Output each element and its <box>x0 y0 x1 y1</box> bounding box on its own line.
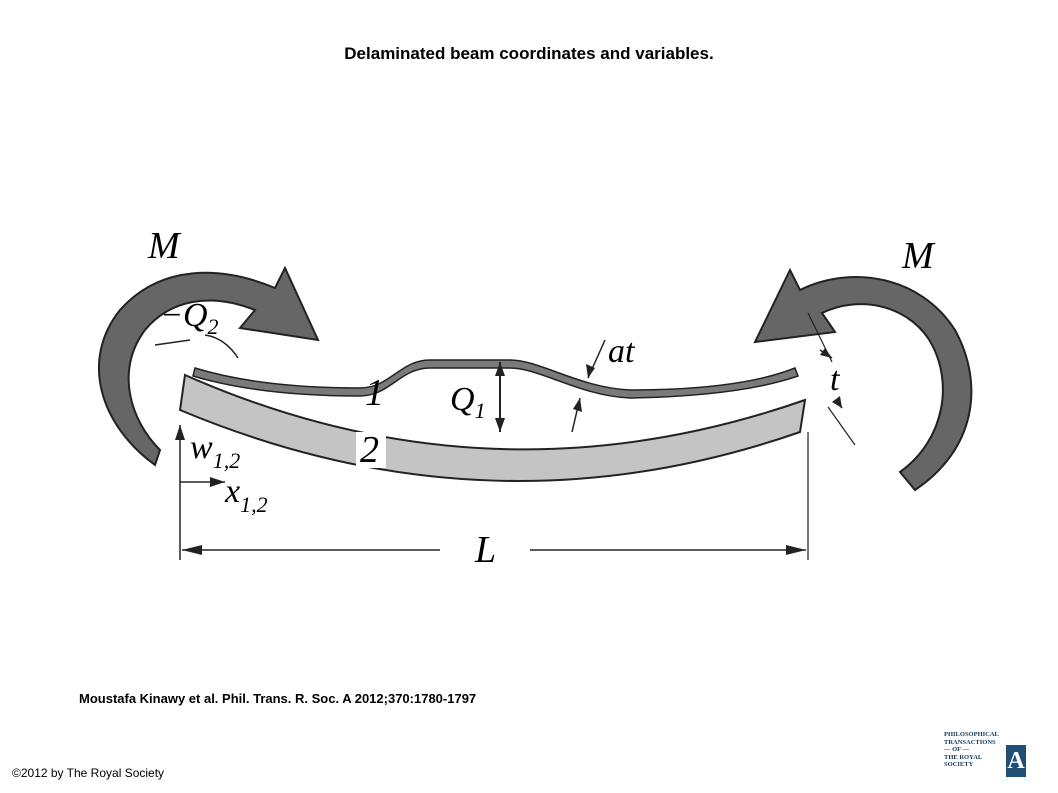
beam-diagram: M M −Q2 Q1 1 2 at t w1,2 x1,2 L <box>60 210 1000 580</box>
label-angle-q2: −Q2 <box>160 297 219 339</box>
logo-text: PHILOSOPHICAL TRANSACTIONS — OF — THE RO… <box>944 731 999 768</box>
moment-arrow-right <box>753 267 973 492</box>
label-moment-left: M <box>147 225 182 267</box>
journal-logo: PHILOSOPHICAL TRANSACTIONS — OF — THE RO… <box>944 731 1028 777</box>
label-w-axis: w1,2 <box>190 429 240 473</box>
label-length: L <box>474 529 496 571</box>
moment-arrow-left <box>98 265 320 467</box>
figure-title: Delaminated beam coordinates and variabl… <box>344 44 714 63</box>
citation: Moustafa Kinawy et al. Phil. Trans. R. S… <box>79 691 477 706</box>
label-layer-1: 1 <box>365 372 384 414</box>
copyright: ©2012 by The Royal Society <box>12 766 165 780</box>
label-angle-q1: Q1 <box>450 381 486 423</box>
angle-q2-ref <box>154 339 191 346</box>
label-x-axis: x1,2 <box>224 473 268 517</box>
label-layer-2: 2 <box>360 429 379 471</box>
angle-q2-arc <box>204 334 239 359</box>
beam-layer-1 <box>192 359 799 399</box>
logo-letter: A <box>1006 745 1026 777</box>
thickness-ext-bottom <box>827 406 856 446</box>
label-moment-right: M <box>901 235 936 277</box>
label-thickness-t: t <box>830 361 841 398</box>
label-gap-at: at <box>608 333 636 370</box>
